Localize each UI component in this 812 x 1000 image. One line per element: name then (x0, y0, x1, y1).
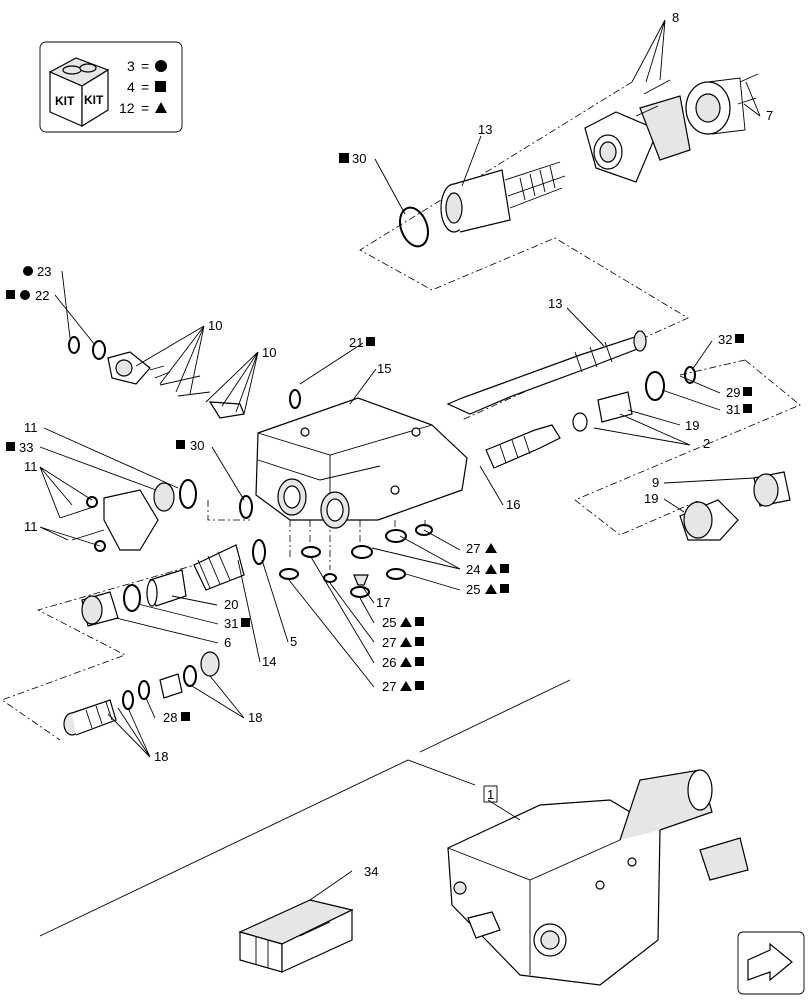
triangle-symbol-icon (400, 637, 412, 647)
callout-32: 32 (718, 332, 732, 347)
callout-10: 10 (208, 318, 222, 333)
seal-parts (279, 524, 433, 598)
callout-31: 31 (224, 616, 238, 631)
valve-body (255, 397, 468, 529)
crate-icon (238, 899, 354, 973)
legend-row-triangle: 12 = (119, 100, 167, 116)
callout-22: 22 (35, 288, 49, 303)
legend-number: 3 (127, 58, 135, 74)
callout-26: 26 (382, 655, 396, 670)
legend-row-circle: 3 = (127, 58, 167, 74)
square-symbol-icon (6, 442, 15, 451)
square-symbol-icon (176, 440, 185, 449)
callout-19: 19 (685, 418, 699, 433)
callout-18: 18 (248, 710, 262, 725)
callout-7: 7 (766, 108, 773, 123)
square-symbol-icon (415, 637, 424, 646)
triangle-symbol-icon (485, 564, 497, 574)
callout-17: 17 (376, 595, 390, 610)
square-symbol-icon (415, 617, 424, 626)
check-valve-parts (63, 651, 220, 736)
triangle-symbol-icon (400, 681, 412, 691)
triangle-symbol-icon (400, 617, 412, 627)
callout-13: 13 (548, 296, 562, 311)
callout-27: 27 (382, 679, 396, 694)
circle-symbol-icon (23, 266, 33, 276)
callout-2: 2 (703, 436, 710, 451)
callout-11: 11 (24, 519, 38, 534)
triangle-symbol-icon (155, 102, 167, 113)
circle-symbol-icon (20, 290, 30, 300)
upper-spool-assembly (398, 73, 759, 248)
assembled-valve (39, 679, 749, 986)
square-symbol-icon (241, 618, 250, 627)
square-symbol-icon (735, 334, 744, 343)
callout-15: 15 (377, 361, 391, 376)
square-symbol-icon (155, 81, 166, 92)
legend-equals: = (141, 58, 149, 74)
callout-30: 30 (190, 438, 204, 453)
callout-25: 25 (466, 582, 480, 597)
next-page-arrow-icon[interactable] (737, 931, 805, 995)
square-symbol-icon (415, 681, 424, 690)
callout-1: 1 (487, 787, 494, 802)
callout-30: 30 (352, 151, 366, 166)
assembly-centerlines (1, 81, 801, 741)
legend-equals: = (141, 79, 149, 95)
square-symbol-icon (6, 290, 15, 299)
spool-parts (446, 330, 696, 469)
kit-legend: KIT KIT 3 = 4 = 12 = (39, 41, 183, 133)
callout-27: 27 (466, 541, 480, 556)
leader-lines (39, 19, 761, 901)
callout-11: 11 (24, 420, 38, 435)
legend-number: 12 (119, 100, 135, 116)
square-symbol-icon (743, 404, 752, 413)
callout-8: 8 (672, 10, 679, 25)
triangle-symbol-icon (485, 543, 497, 553)
callout-25: 25 (382, 615, 396, 630)
square-symbol-icon (366, 337, 375, 346)
callout-24: 24 (466, 562, 480, 577)
callout-5: 5 (290, 634, 297, 649)
triangle-symbol-icon (485, 584, 497, 594)
callout-18: 18 (154, 749, 168, 764)
left-lower-parts (59, 479, 266, 627)
callout-1-box (483, 785, 498, 803)
legend-number: 4 (127, 79, 135, 95)
square-symbol-icon (500, 584, 509, 593)
callout-21: 21 (349, 335, 363, 350)
circle-symbol-icon (155, 60, 167, 72)
legend-equals: = (141, 100, 149, 116)
callout-14: 14 (262, 654, 276, 669)
callout-20: 20 (224, 597, 238, 612)
callout-11: 11 (24, 459, 38, 474)
callout-34: 34 (364, 864, 378, 879)
callout-33: 33 (19, 440, 33, 455)
legend-row-square: 4 = (127, 79, 166, 95)
triangle-symbol-icon (400, 657, 412, 667)
callout-6: 6 (224, 635, 231, 650)
square-symbol-icon (415, 657, 424, 666)
callout-13: 13 (478, 122, 492, 137)
callout-16: 16 (506, 497, 520, 512)
callout-27: 27 (382, 635, 396, 650)
square-symbol-icon (743, 387, 752, 396)
kit-label-right: KIT (84, 93, 104, 107)
callout-10: 10 (262, 345, 276, 360)
kit-box-icon: KIT KIT (48, 57, 110, 128)
callout-19: 19 (644, 491, 658, 506)
knob-parts (679, 471, 791, 541)
callout-28: 28 (163, 710, 177, 725)
kit-label-left: KIT (55, 94, 75, 108)
square-symbol-icon (181, 712, 190, 721)
callout-labels: 8 7 13 30 23 22 10 10 13 32 21 15 29 31 … (6, 10, 773, 879)
callout-31: 31 (726, 402, 740, 417)
square-symbol-icon (500, 564, 509, 573)
square-symbol-icon (339, 153, 349, 163)
callout-29: 29 (726, 385, 740, 400)
callout-23: 23 (37, 264, 51, 279)
left-actuator-parts (68, 336, 301, 419)
callout-9: 9 (652, 475, 659, 490)
